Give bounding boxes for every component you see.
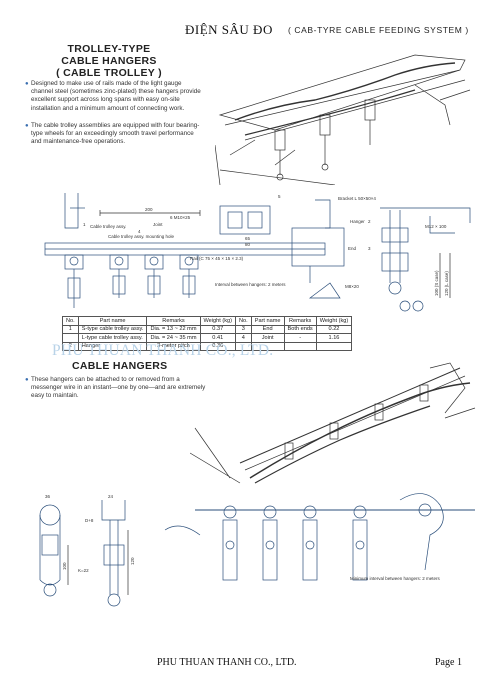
bullet-icon: ● (25, 123, 29, 129)
part-number: 3 (368, 246, 371, 251)
bullet-paragraph: ● The cable trolley assemblies are equip… (25, 122, 201, 147)
callout-label: End (348, 246, 357, 251)
footer-company: PHU THUAN THANH CO., LTD. (157, 657, 297, 668)
part-number: 2 (368, 219, 371, 224)
table-cell: End (250, 324, 285, 334)
company-watermark: PHU THUAN THANH CO., LTD. (52, 342, 274, 359)
bullet-icon: ● (25, 377, 29, 383)
dim-label: 100 (S case) (434, 270, 439, 296)
table-cell: 4 (235, 333, 252, 343)
table-cell: 0.36 (199, 341, 236, 351)
table-cell: 3 (235, 324, 252, 334)
table-cell: 1.16 (315, 333, 353, 343)
bullet-text: These hangers can be attached to or remo… (31, 376, 206, 400)
table-cell: 0.22 (315, 324, 353, 334)
bullet-paragraph: ● These hangers can be attached to or re… (25, 376, 206, 401)
table-cell: 1 (62, 324, 79, 334)
dim-label: 65 (245, 236, 251, 241)
table-header-cell: No. (235, 316, 252, 326)
table-header-cell: No. (62, 316, 79, 326)
callout-label: Minimum interval between hangers: 2 mete… (350, 576, 441, 581)
dim-label: K=22 (78, 568, 89, 573)
bullet-text: The cable trolley assemblies are equippe… (31, 122, 200, 146)
table-header-cell: Weight (kg) (315, 316, 353, 326)
section-title-trolley-hangers: TROLLEY-TYPE CABLE HANGERS ( CABLE TROLL… (40, 43, 178, 79)
callout-label: Cable trolley assy. (90, 224, 126, 229)
callout-label: Bracket L 50×50×4 (338, 196, 376, 201)
table-header-cell: Weight (kg) (199, 316, 236, 326)
table-cell: Both ends (283, 324, 317, 334)
table-cell: 0.41 (199, 333, 236, 343)
title-line: CABLE HANGERS (61, 55, 157, 67)
dim-label: 80 (245, 242, 251, 247)
table-header-row: No. Part name Remarks Weight (kg) No. Pa… (62, 316, 353, 326)
dim-label: 200 (145, 207, 153, 212)
part-number: 5 (278, 194, 281, 199)
table-cell: 0.37 (199, 324, 236, 334)
trolley-technical-drawing: 200 6 M10×25 Cable trolley assy. Joint C… (44, 193, 471, 312)
table-cell (283, 341, 317, 351)
part-number: 4 (138, 229, 141, 234)
table-cell: Dia. = 24 ~ 35 mm (146, 333, 201, 343)
dim-label: 120 (130, 557, 135, 565)
callout-label: Interval between hangers: 2 meters (215, 282, 286, 287)
dim-label: 36 (45, 494, 51, 499)
table-header-cell: Part name (77, 316, 148, 326)
table-cell (62, 333, 79, 343)
callout-label: M12 × 100 (425, 224, 447, 229)
table-cell: L-type cable trolley assy. (77, 333, 148, 343)
title-line: ( CABLE TROLLEY ) (56, 67, 162, 79)
cable-hanger-technical-drawing: 36 24 D+8 100 120 K=22 Minimum interval … (39, 493, 475, 607)
table-row: 2 Hanger 3-meter pitch 0.36 (62, 341, 353, 351)
callout-label: M8×20 (345, 284, 359, 289)
dim-label: D+8 (85, 518, 94, 523)
table-cell: S-type cable trolley assy. (77, 324, 148, 334)
document-title-english: ( CAB-TYRE CABLE FEEDING SYSTEM ) (288, 25, 469, 35)
callout-label: Hanger (350, 219, 365, 224)
bullet-text: Designed to make use of rails made of th… (31, 80, 201, 112)
table-header-cell: Part name (250, 316, 285, 326)
dim-label: 24 (108, 494, 114, 499)
table-header-cell: Remarks (146, 316, 201, 326)
dim-label: 120 (L case) (444, 271, 449, 296)
table-row: L-type cable trolley assy. Dia. = 24 ~ 3… (62, 333, 353, 343)
callout-label: Rail (C 75 × 45 × 15 × 2.3) (190, 256, 244, 261)
section-title-cable-hangers: CABLE HANGERS (72, 360, 168, 372)
trolley-hanger-illustration (215, 54, 471, 185)
bullet-icon: ● (25, 81, 29, 87)
table-row: 1 S-type cable trolley assy. Dia. = 13 ~… (62, 324, 353, 334)
dim-label: 100 (62, 562, 67, 570)
page-number: Page 1 (435, 657, 462, 668)
table-cell: Dia. = 13 ~ 22 mm (146, 324, 201, 334)
table-cell: 3-meter pitch (146, 341, 201, 351)
cable-hanger-illustration (190, 362, 476, 484)
document-title-vietnamese: ĐIỆN SÂU ĐO (185, 22, 273, 37)
callout-label: Joint (153, 222, 163, 227)
table-cell: - (283, 333, 317, 343)
callout-label: Cable trolley assy. mounting hole (108, 234, 174, 239)
parts-spec-table: No. Part name Remarks Weight (kg) No. Pa… (62, 316, 353, 351)
table-cell: Joint (250, 333, 285, 343)
dim-label: 6 M10×25 (170, 215, 191, 220)
part-number: 1 (83, 222, 86, 227)
table-header-cell: Remarks (283, 316, 317, 326)
table-cell (315, 341, 353, 351)
title-line: TROLLEY-TYPE (67, 43, 151, 55)
bullet-paragraph: ● Designed to make use of rails made of … (25, 80, 201, 113)
